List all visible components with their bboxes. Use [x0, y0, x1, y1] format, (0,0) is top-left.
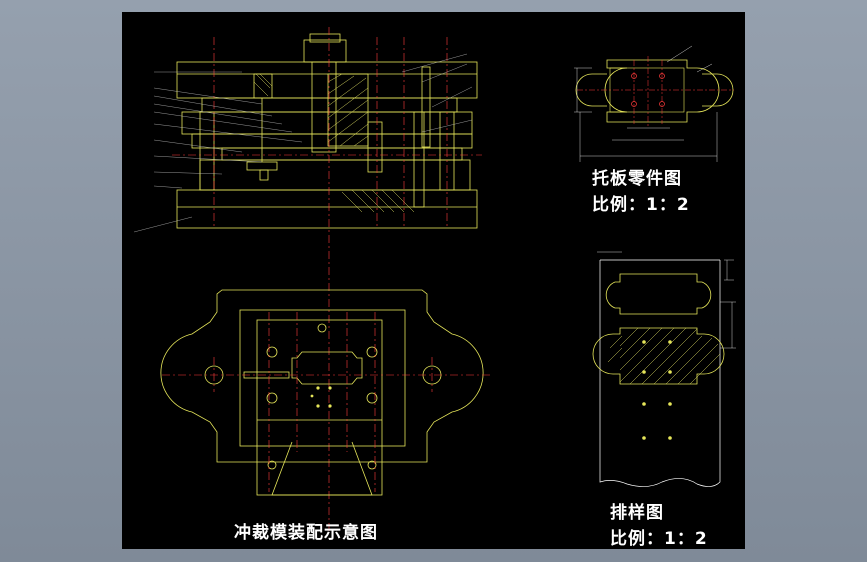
- pallet-part-scale: 比例：1：2: [592, 195, 690, 215]
- plan-view: [160, 289, 484, 496]
- pallet-part-title: 托板零件图: [592, 169, 682, 189]
- strip-layout-dimensions: [597, 251, 736, 349]
- assembly-section-view: [176, 33, 478, 229]
- pallet-part-centerlines: [577, 56, 734, 128]
- cad-drawing-canvas[interactable]: 冲裁模装配示意图 托板零件图 比例：1：2 排样图 比例：1：2: [122, 12, 745, 549]
- strip-layout-drawing: [599, 259, 721, 487]
- main-assembly-title: 冲裁模装配示意图: [234, 523, 378, 543]
- plan-view-centerlines: [162, 312, 492, 492]
- strip-layout-blanks: [592, 273, 725, 385]
- assembly-centerlines: [172, 27, 482, 532]
- plan-view-stars: [310, 386, 332, 408]
- strip-layout-pierce-marks: [642, 340, 672, 440]
- cad-drawing-svg: [133, 27, 736, 532]
- assembly-hatching: [253, 73, 415, 213]
- strip-layout-scale: 比例：1：2: [610, 529, 708, 549]
- assembly-leaders-right: [401, 53, 473, 133]
- strip-layout-title: 排样图: [610, 503, 664, 523]
- pallet-part-drawing: [575, 59, 734, 123]
- pallet-part-dimensions: [574, 45, 718, 162]
- assembly-leaders-left: [133, 71, 303, 233]
- strip-layout-hatch: [607, 327, 721, 385]
